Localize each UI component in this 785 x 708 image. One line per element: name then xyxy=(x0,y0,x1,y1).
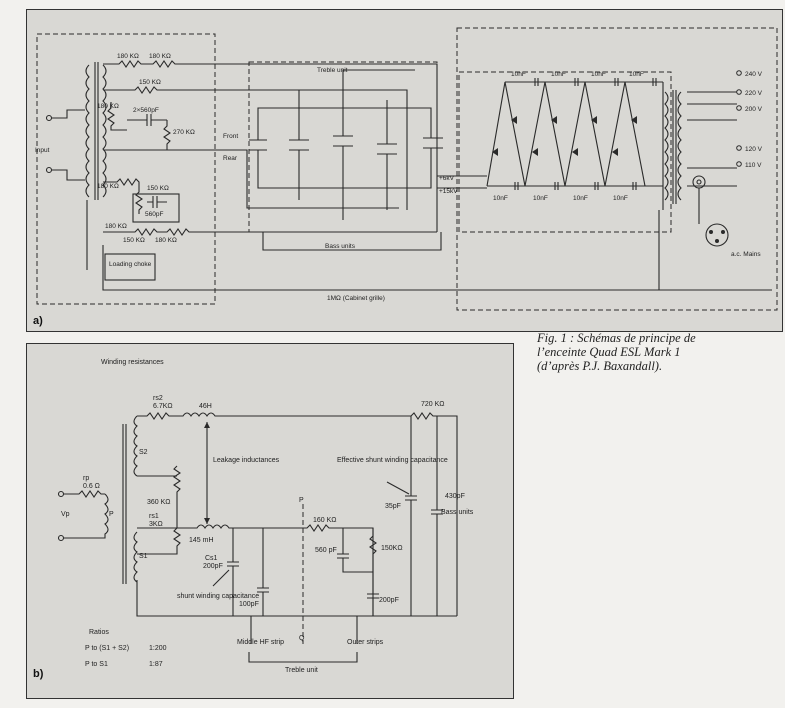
rs2-value: 6.7KΩ xyxy=(153,403,173,410)
cabinet-grille-label: 1MΩ (Cabinet grille) xyxy=(327,295,385,302)
s2-label: S2 xyxy=(139,449,148,456)
vp-label: Vp xyxy=(61,511,70,518)
caption-line-3: (d’après P.J. Baxandall). xyxy=(537,359,663,373)
r-180k-low: 180 KΩ xyxy=(105,223,127,230)
schematic-b-drawing: b) Winding resistances rs2 6.7KΩ 46H 720… xyxy=(33,359,474,680)
p-label: P xyxy=(109,511,114,518)
c560-label: 560 pF xyxy=(315,547,337,554)
volt-120: 120 V xyxy=(745,146,763,153)
volt-200: 200 V xyxy=(745,106,763,113)
cap-bot-2: 10nF xyxy=(533,195,548,202)
label-a: a) xyxy=(33,315,43,327)
ratios-label: Ratios xyxy=(89,629,109,636)
c-2x560pf: 2×560pF xyxy=(133,107,159,114)
caption-line-2: l’enceinte Quad ESL Mark 1 xyxy=(537,345,681,359)
s1-label: S1 xyxy=(139,553,148,560)
c100-label: 100pF xyxy=(239,601,259,608)
r160-label: 160 KΩ xyxy=(313,517,337,524)
r150-label: 150KΩ xyxy=(381,545,403,552)
r-150k-low: 150 KΩ xyxy=(123,237,145,244)
middle-strip-label: Middle HF strip xyxy=(237,639,284,646)
caption-line-1: Fig. 1 : Schémas de principe de xyxy=(537,331,696,345)
bass-units-label-b: Bass units xyxy=(441,509,474,516)
cap-top-1: 10nF xyxy=(511,71,526,78)
r-180k-mid: 180 KΩ xyxy=(97,183,119,190)
l145-label: 145 mH xyxy=(189,537,214,544)
schematic-a: a) Input 180 KΩ 180 KΩ 150 KΩ 180 KΩ 270… xyxy=(26,9,783,332)
c200-label: 200pF xyxy=(379,597,399,604)
ratio2-value: 1:87 xyxy=(149,661,163,668)
r-150k-box: 150 KΩ xyxy=(147,185,169,192)
r-180k-low-2: 180 KΩ xyxy=(155,237,177,244)
cap-top-2: 10nF xyxy=(551,71,566,78)
loading-choke-label: Loading choke xyxy=(109,261,152,268)
r360-label: 360 KΩ xyxy=(147,499,171,506)
cap-bot-3: 10nF xyxy=(573,195,588,202)
cap-bot-4: 10nF xyxy=(613,195,628,202)
input-label: Input xyxy=(35,147,50,154)
rear-label: Rear xyxy=(223,155,238,162)
cap-top-4: 10nF xyxy=(629,71,644,78)
c430-label: 430pF xyxy=(445,493,465,500)
front-label: Front xyxy=(223,133,238,140)
hv-6kv: +6kV xyxy=(439,175,455,182)
cs1-value: 200pF xyxy=(203,563,223,570)
cs1-label: Cs1 xyxy=(205,555,218,562)
volt-110: 110 V xyxy=(745,162,762,169)
rs1-label: rs1 xyxy=(149,513,159,520)
winding-res-label: Winding resistances xyxy=(101,359,164,366)
schematic-b: b) Winding resistances rs2 6.7KΩ 46H 720… xyxy=(26,343,514,699)
schematic-a-drawing: a) Input 180 KΩ 180 KΩ 150 KΩ 180 KΩ 270… xyxy=(33,27,778,327)
outer-strips-label: Outer strips xyxy=(347,639,384,646)
ac-mains-label: a.c. Mains xyxy=(731,251,761,258)
ratio1-label: P to (S1 + S2) xyxy=(85,645,129,652)
r-180k-top-2: 180 KΩ xyxy=(149,53,171,60)
r-270k: 270 KΩ xyxy=(173,129,195,136)
rp-value: 0.6 Ω xyxy=(83,483,100,490)
label-b: b) xyxy=(33,668,44,680)
rp-label: rp xyxy=(83,475,89,482)
treble-unit-label-b: Treble unit xyxy=(285,667,318,674)
c-560pf: 560pF xyxy=(145,211,163,218)
r-180k-left: 180 KΩ xyxy=(97,103,119,110)
eff-shunt-label: Effective shunt winding capacitance xyxy=(337,457,448,464)
treble-unit-label: Treble unit xyxy=(317,67,348,74)
l46-label: 46H xyxy=(199,403,212,410)
ratio2-label: P to S1 xyxy=(85,661,108,668)
r-150k: 150 KΩ xyxy=(139,79,161,86)
figure-caption: Fig. 1 : Schémas de principe de l’encein… xyxy=(537,331,782,373)
ratio1-value: 1:200 xyxy=(149,645,167,652)
r-180k-top-1: 180 KΩ xyxy=(117,53,139,60)
rs1-value: 3KΩ xyxy=(149,521,163,528)
q-marker: Q xyxy=(299,635,305,642)
volt-220: 220 V xyxy=(745,90,763,97)
c35-label: 35pF xyxy=(385,503,401,510)
bass-units-label: Bass units xyxy=(325,243,356,250)
volt-240: 240 V xyxy=(745,71,763,78)
cap-bot-1: 10nF xyxy=(493,195,508,202)
hv-15kv: +15kV xyxy=(439,188,458,195)
rs2-label: rs2 xyxy=(153,395,163,402)
p-marker: P xyxy=(299,497,304,504)
cap-top-3: 10nF xyxy=(591,71,606,78)
leakage-label: Leakage inductances xyxy=(213,457,280,464)
shunt-label: shunt winding capacitance xyxy=(177,593,259,600)
r720-label: 720 KΩ xyxy=(421,401,445,408)
